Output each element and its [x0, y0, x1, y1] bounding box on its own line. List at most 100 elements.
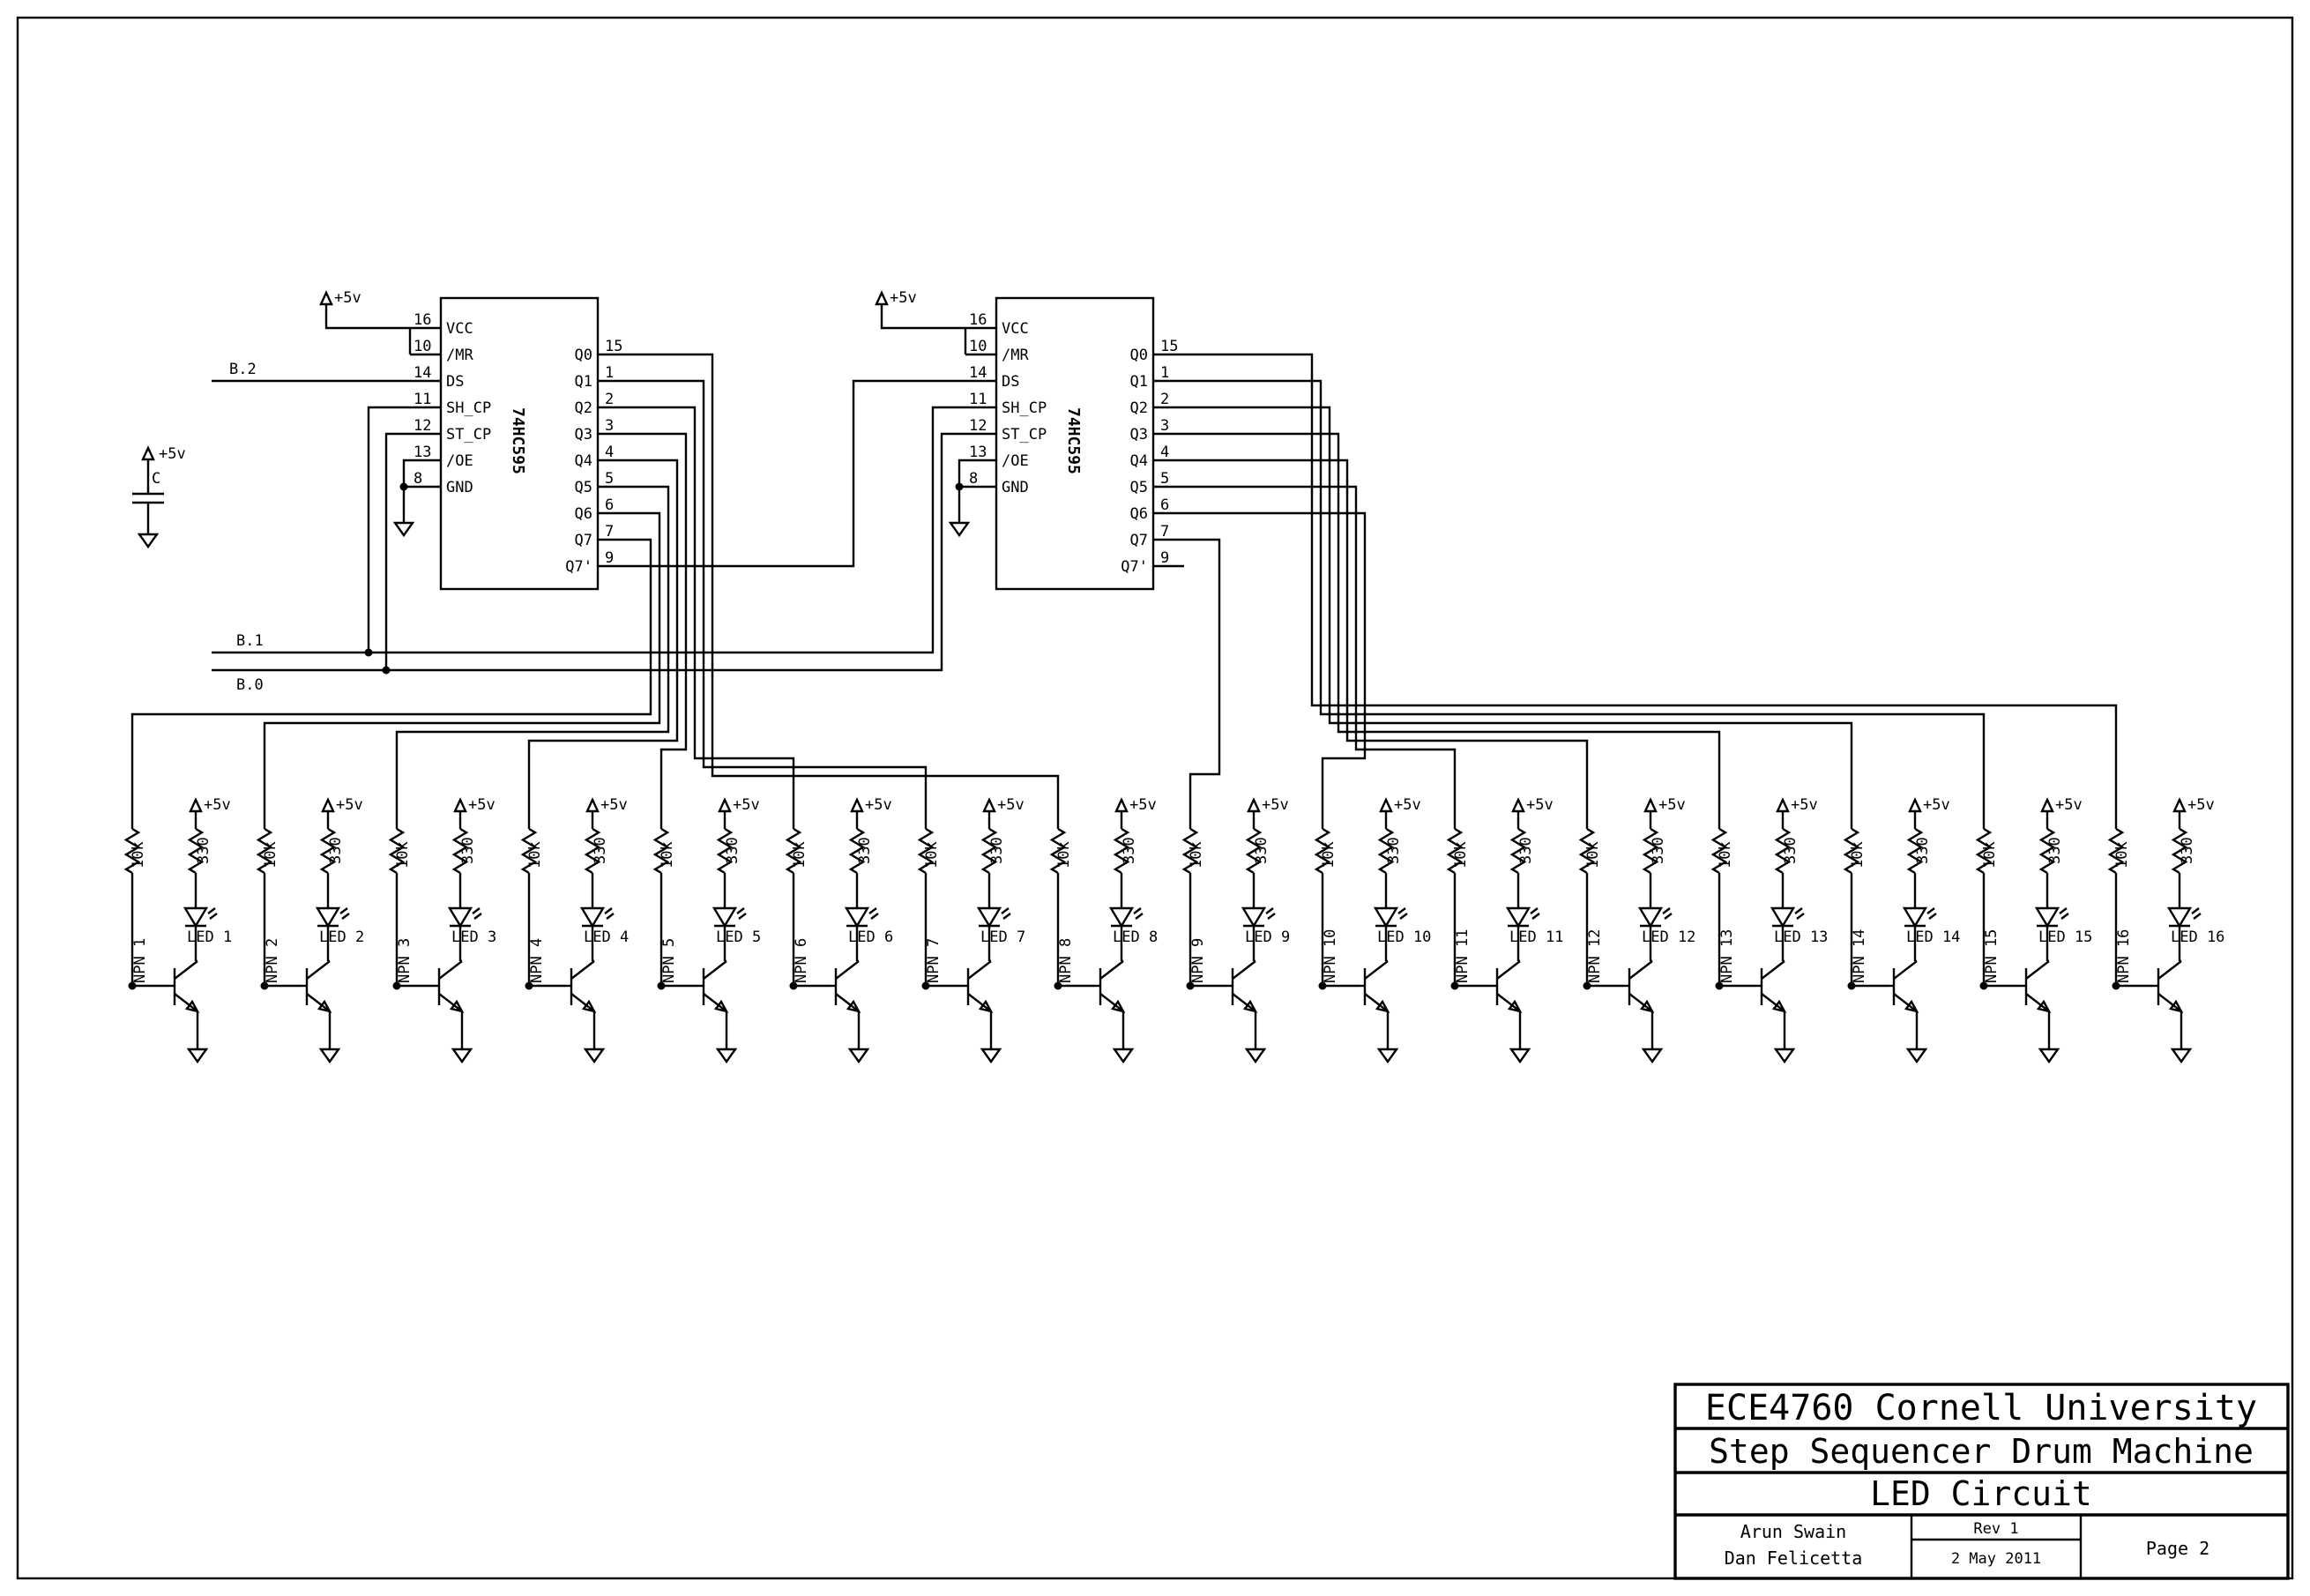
led-resistor-icon [1774, 827, 1792, 875]
led-resistor-label: 330 [2179, 837, 2196, 864]
output-route-2 [263, 511, 661, 829]
led-icon [1241, 906, 1267, 929]
led-power-arrow-icon [453, 797, 467, 813]
pin-name: /OE [1002, 452, 1029, 470]
led-power-arrow-icon [1379, 797, 1393, 813]
power-label: +5v [1658, 796, 1686, 814]
npn-label: NPN 8 [1057, 938, 1075, 983]
pin-name: /MR [446, 347, 473, 364]
ground-icon [583, 1048, 606, 1064]
npn-label: NPN 7 [925, 938, 943, 983]
pin-number: 10 [969, 338, 987, 355]
led-resistor-icon [187, 827, 205, 875]
led-emit-arrow [2191, 907, 2200, 914]
pin-name: DS [1002, 373, 1019, 391]
npn-label: NPN 16 [2115, 929, 2133, 983]
base-resistor-icon [520, 827, 538, 875]
author-1: Arun Swain [1740, 1521, 1846, 1542]
led-emit-arrow [1399, 913, 1408, 920]
base-resistor-icon [1975, 827, 1993, 875]
base-resistor-label: 10k [2113, 841, 2131, 869]
base-resistor-icon [1049, 827, 1067, 875]
output-route-11 [1184, 485, 1457, 829]
power-label: +5v [1526, 796, 1554, 814]
led-emit-arrow [1794, 907, 1803, 914]
led-emit-arrow [1796, 913, 1805, 920]
pin-number: 15 [605, 338, 622, 355]
led-emit-arrow [868, 907, 877, 914]
date: 2 May 2011 [1951, 1550, 2041, 1568]
led-resistor-label: 330 [1121, 837, 1138, 864]
junction-dot [382, 666, 391, 675]
base-resistor-label: 10k [791, 841, 808, 869]
power-label: +5v [997, 796, 1025, 814]
led-power-arrow-icon [189, 797, 203, 813]
emitter-arrow-icon [1904, 999, 1919, 1013]
ground-icon [948, 521, 971, 538]
transistor-emitter [703, 993, 727, 1012]
vcc-wire [324, 304, 410, 330]
transistor-collector [1232, 960, 1256, 980]
led-emit-arrow [1135, 913, 1144, 920]
oe-gnd-tie [958, 459, 965, 488]
pin-name: /MR [1002, 347, 1029, 364]
npn-label: NPN 3 [396, 938, 414, 983]
emitter-arrow-icon [1242, 999, 1258, 1013]
npn-label: NPN 2 [264, 938, 281, 983]
power-label: +5v [2187, 796, 2215, 814]
pin-name: Q7 [575, 532, 592, 549]
power-label: +5v [1923, 796, 1950, 814]
pin-name: Q2 [575, 399, 592, 417]
ground-icon [1112, 1048, 1135, 1064]
cap-label: C [152, 470, 160, 488]
led-icon [447, 906, 473, 929]
junction-dot [1186, 981, 1195, 990]
junction-dot [1450, 981, 1459, 990]
emitter-arrow-icon [713, 999, 729, 1013]
power-label: +5v [600, 796, 628, 814]
pin-number: 10 [414, 338, 431, 355]
pin-name: GND [1002, 479, 1029, 496]
pin-name: ST_CP [1002, 426, 1047, 444]
emitter-arrow-icon [1771, 999, 1787, 1013]
junction-dot [1979, 981, 1988, 990]
led-label: LED 7 [980, 929, 1025, 946]
pin-number: 8 [414, 470, 422, 488]
led-power-arrow-icon [1511, 797, 1525, 813]
led-icon [844, 906, 870, 929]
pin-number: 3 [1160, 417, 1169, 435]
pin-number: 14 [969, 364, 987, 382]
pin-number: 1 [605, 364, 614, 382]
led-resistor-icon [1906, 827, 1924, 875]
junction-dot [2112, 981, 2120, 990]
pin-name: Q5 [575, 479, 592, 496]
led-resistor-icon [848, 827, 866, 875]
base-resistor-label: 10k [1849, 841, 1867, 869]
transistor-collector [438, 960, 463, 980]
led-resistor-icon [584, 827, 601, 875]
bus-label-b1: B.1 [236, 632, 264, 650]
pin-name: VCC [1002, 320, 1029, 338]
led-power-arrow-icon [850, 797, 864, 813]
base-resistor-icon [2107, 827, 2125, 875]
pin-number: 13 [414, 444, 431, 461]
chip-power-arrow-icon [875, 290, 889, 306]
ground-icon [1905, 1048, 1928, 1064]
led-icon [976, 906, 1002, 929]
led-label: LED 2 [319, 929, 364, 946]
led-power-arrow-icon [1908, 797, 1922, 813]
pin-number: 4 [1160, 444, 1169, 461]
transistor-collector [2157, 960, 2182, 980]
title-block: ECE4760 Cornell University Step Sequence… [1673, 1383, 2290, 1580]
transistor-collector [1628, 960, 1653, 980]
base-resistor-icon [1314, 827, 1331, 875]
junction-dot [260, 981, 269, 990]
led-icon [1637, 906, 1664, 929]
junction-dot [1318, 981, 1327, 990]
base-resistor-label: 10k [923, 841, 941, 869]
led-resistor-label: 330 [1782, 837, 1800, 864]
